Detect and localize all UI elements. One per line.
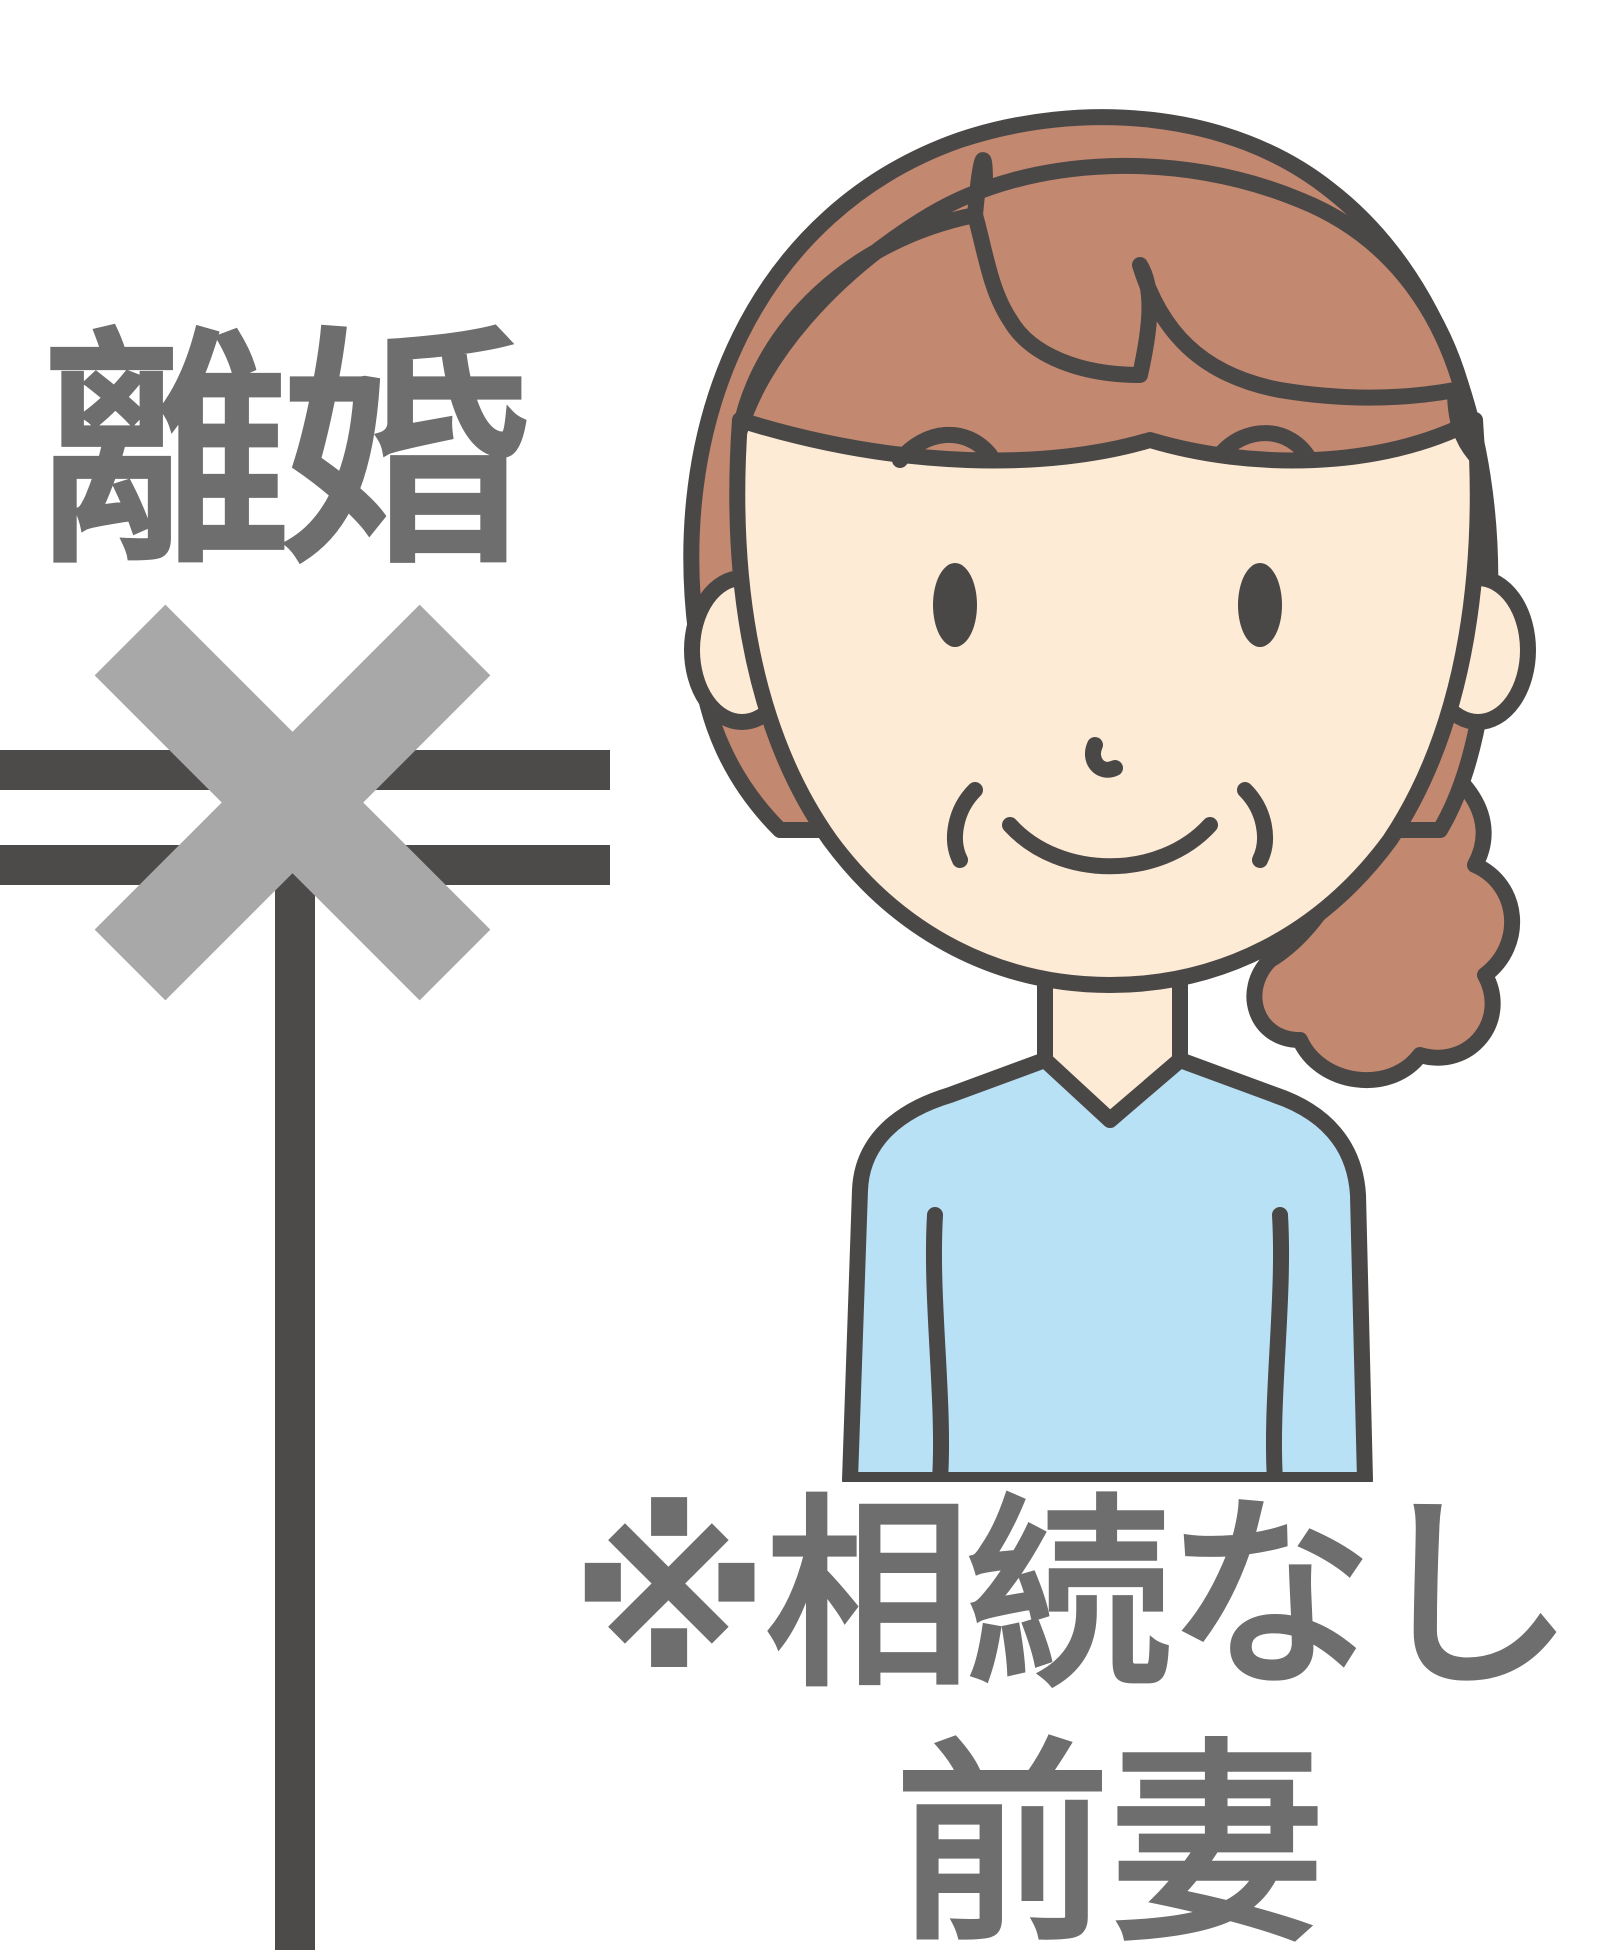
no-inheritance-note: ※相続なし	[570, 1478, 1573, 1716]
former-wife-label: 前妻	[895, 1720, 1325, 1950]
hair-strand	[967, 152, 993, 223]
eye-right	[1238, 563, 1282, 647]
cross-mark-icon	[94, 604, 491, 1001]
divorce-label: 離婚	[40, 307, 530, 598]
marriage-lines	[0, 750, 610, 1950]
eye-left	[933, 563, 977, 647]
eyebrow-left	[892, 426, 998, 468]
hair-bangs	[732, 157, 1483, 463]
shirt-cut	[840, 1482, 1380, 1522]
arm-line-left	[926, 1207, 949, 1488]
eyebrow-right	[1212, 425, 1318, 468]
shirt	[842, 1052, 1373, 1488]
mouth	[1002, 817, 1218, 875]
woman-illustration	[683, 109, 1536, 1522]
arm-line-right	[1266, 1207, 1289, 1488]
face	[729, 412, 1486, 993]
nose	[1085, 737, 1123, 778]
descendant-line	[275, 870, 315, 1950]
smile-line-right	[1237, 782, 1273, 868]
smile-line-left	[947, 782, 983, 868]
